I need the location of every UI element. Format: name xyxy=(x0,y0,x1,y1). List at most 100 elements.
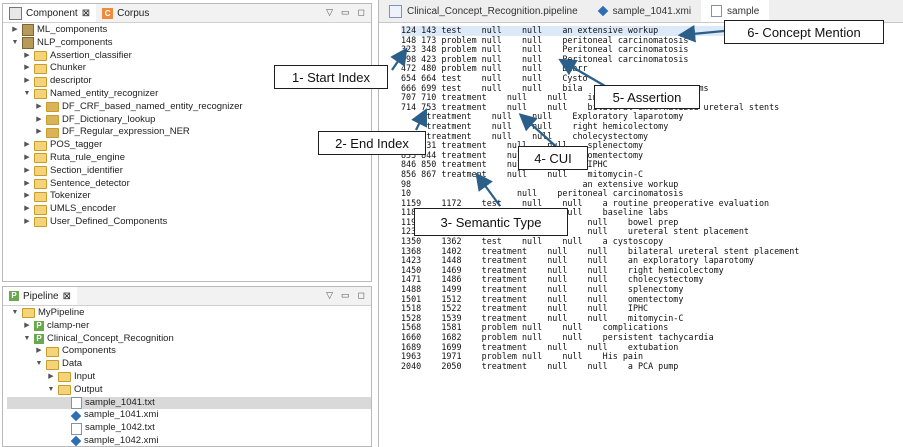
expand-arrow-icon[interactable]: ▶ xyxy=(24,321,30,329)
tree-item-data[interactable]: ▼Data xyxy=(7,358,371,371)
editor-line[interactable]: 10 null peritoneal carcinomatosis xyxy=(401,188,684,199)
expand-arrow-icon[interactable]: ▶ xyxy=(36,115,42,123)
collapse-arrow-icon[interactable]: ▼ xyxy=(35,360,43,368)
editor-line[interactable]: 1368 1402 treatment null null bilateral … xyxy=(401,245,800,256)
tree-item-tokenizer[interactable]: ▶Tokenizer xyxy=(7,190,243,203)
tree-item-components[interactable]: ▶Components xyxy=(7,345,371,358)
tab-component[interactable]: Component ⊠ xyxy=(3,4,97,22)
arrow-concept-mention xyxy=(677,24,725,43)
expand-arrow-icon[interactable]: ▶ xyxy=(24,192,30,200)
collapse-arrow-icon[interactable]: ▼ xyxy=(11,309,19,316)
tree-item-sample-1041-txt[interactable]: sample_1041.txt xyxy=(7,396,371,410)
collapse-arrow-icon[interactable]: ▼ xyxy=(23,89,31,97)
maximize-icon[interactable]: ◻ xyxy=(357,7,365,17)
tree-item-input[interactable]: ▶Input xyxy=(7,371,371,384)
tree-item-df-regex[interactable]: ▶DF_Regular_expression_NER xyxy=(7,126,243,139)
tree-item-mypipeline[interactable]: ▼MyPipeline xyxy=(7,307,371,320)
tab-sample-1041-xmi[interactable]: sample_1041.xmi xyxy=(588,0,701,22)
editor-line[interactable]: 398 423 problem null null Peritoneal car… xyxy=(401,53,689,64)
editor-line[interactable]: 1568 1581 problem null null complication… xyxy=(401,322,669,333)
editor-text[interactable]: 124 143 test null null an extensive work… xyxy=(401,25,800,371)
close-icon[interactable]: ⊠ xyxy=(62,290,71,302)
editor-line[interactable]: 1471 1486 treatment null null cholecyste… xyxy=(401,274,704,285)
text-file-icon xyxy=(71,422,82,435)
editor-line[interactable]: treatment null null right hemicolectomy xyxy=(426,120,669,131)
tab-clinical-concept-recognition-pipeline[interactable]: Clinical_Concept_Recognition.pipeline xyxy=(379,0,588,22)
tree-item-pos-tagger[interactable]: ▶POS_tagger xyxy=(7,139,243,152)
component-folder-icon xyxy=(46,127,59,138)
minimize-icon[interactable]: ▭ xyxy=(341,7,350,17)
expand-arrow-icon[interactable]: ▶ xyxy=(24,179,30,187)
editor-line[interactable]: 323 348 problem null null Peritoneal car… xyxy=(401,44,689,55)
editor-line[interactable]: 148 173 problem null null peritoneal car… xyxy=(401,34,689,45)
tree-item-named-entity-recognizer[interactable]: ▼Named_entity_recognizer xyxy=(7,88,243,101)
editor-line[interactable]: 1528 1539 treatment null null mitomycin-… xyxy=(401,312,684,323)
tree-item-sample-1041-xmi[interactable]: sample_1041.xmi xyxy=(7,409,371,422)
tree-item-umls-encoder[interactable]: ▶UMLS_encoder xyxy=(7,203,243,216)
tree-item-sentence-detector[interactable]: ▶Sentence_detector xyxy=(7,178,243,191)
expand-arrow-icon[interactable]: ▶ xyxy=(36,102,42,110)
editor-line[interactable]: 1350 1362 test null null a cystoscopy xyxy=(401,236,664,247)
editor-line[interactable]: 1660 1682 problem null null persistent t… xyxy=(401,332,714,342)
expand-arrow-icon[interactable]: ▶ xyxy=(24,77,30,85)
folder-icon xyxy=(58,372,71,383)
editor-line[interactable]: 1501 1512 treatment null null omentectom… xyxy=(401,293,684,304)
expand-arrow-icon[interactable]: ▶ xyxy=(24,205,30,213)
expand-arrow-icon[interactable]: ▶ xyxy=(24,217,30,225)
maximize-icon[interactable]: ◻ xyxy=(357,290,365,300)
folder-icon xyxy=(46,359,59,370)
editor-line[interactable]: 856 867 treatment null null mitomycin-C xyxy=(401,168,644,179)
collapse-arrow-icon[interactable]: ▼ xyxy=(47,385,55,393)
editor-line[interactable]: 654 664 test null null Cysto xyxy=(401,72,588,83)
expand-arrow-icon[interactable]: ▶ xyxy=(24,153,30,161)
tree-item-label: sample_1042.xmi xyxy=(84,434,159,446)
tree-item-df-dictionary[interactable]: ▶ DF_Dictionary_lookup xyxy=(7,114,243,127)
collapse-arrow-icon[interactable]: ▼ xyxy=(11,38,19,46)
tree-item-label: sample_1041.xmi xyxy=(84,409,159,421)
tree-item-label: DF_Dictionary_lookup xyxy=(62,113,156,125)
tree-item-output[interactable]: ▼Output xyxy=(7,384,371,397)
expand-arrow-icon[interactable]: ▶ xyxy=(24,64,30,72)
editor-line[interactable]: 1689 1699 treatment null null extubation xyxy=(401,341,679,352)
tree-item-sample-1042-xmi[interactable]: sample_1042.xmi xyxy=(7,434,371,446)
collapse-arrow-icon[interactable]: ▼ xyxy=(23,334,31,342)
tab-corpus[interactable]: C Corpus xyxy=(96,4,155,22)
editor-line[interactable]: 1488 1499 treatment null null splenectom… xyxy=(401,284,684,295)
close-icon[interactable]: ⊠ xyxy=(81,7,91,19)
tree-item-df-crf[interactable]: ▶DF_CRF_based_named_entity_recognizer xyxy=(7,101,243,114)
minimize-icon[interactable]: ▭ xyxy=(341,290,350,300)
expand-arrow-icon[interactable]: ▶ xyxy=(36,128,42,136)
editor-line[interactable]: 1159 1172 test null null a routine preop… xyxy=(401,197,770,208)
expand-arrow-icon[interactable]: ▶ xyxy=(48,372,54,380)
view-menu-icon[interactable]: ▽ xyxy=(326,290,333,300)
tree-item-chunker[interactable]: ▶Chunker xyxy=(7,62,243,75)
expand-arrow-icon[interactable]: ▶ xyxy=(24,141,30,149)
expand-arrow-icon[interactable]: ▶ xyxy=(24,166,30,174)
tree-item-ruta-rule-engine[interactable]: ▶Ruta_rule_engine xyxy=(7,152,243,165)
expand-arrow-icon[interactable]: ▶ xyxy=(24,51,30,59)
tree-item-section-identifier[interactable]: ▶Section_identifier xyxy=(7,165,243,178)
editor-line[interactable]: 98 an extensive workup xyxy=(401,178,679,189)
tree-item-nlp-components[interactable]: ▼NLP_components xyxy=(7,37,243,50)
editor-line[interactable]: 1963 1971 problem null null His pain xyxy=(401,351,644,362)
tree-item-label: descriptor xyxy=(50,75,92,87)
tree-item-sample-1042-txt[interactable]: sample_1042.txt xyxy=(7,422,371,435)
editor-line[interactable]: 1450 1469 treatment null null right hemi… xyxy=(401,264,724,275)
editor-line[interactable]: 1518 1522 treatment null null IPHC xyxy=(401,303,649,314)
tree-item-assertion-classifier[interactable]: ▶Assertion_classifier xyxy=(7,50,243,63)
editor-line[interactable]: 2040 2050 treatment null null a PCA pump xyxy=(401,360,679,371)
editor-line[interactable]: 1423 1448 treatment null null an explora… xyxy=(401,255,754,266)
view-menu-icon[interactable]: ▽ xyxy=(326,7,333,17)
editor-line[interactable]: treatment null null Exploratory laparoto… xyxy=(401,111,684,122)
tree-item-ml-components[interactable]: ▶ML_components xyxy=(7,24,243,37)
expand-arrow-icon[interactable]: ▶ xyxy=(12,26,18,33)
tree-item-user-defined-components[interactable]: ▶User_Defined_Components xyxy=(7,216,243,229)
tab-pipeline[interactable]: P Pipeline ⊠ xyxy=(3,287,77,305)
component-tree: ▶ML_components ▼NLP_components ▶Assertio… xyxy=(7,24,243,229)
tab-sample-1041-txt[interactable]: sample xyxy=(701,0,770,22)
tree-item-descriptor[interactable]: ▶ descriptor xyxy=(7,75,243,88)
expand-arrow-icon[interactable]: ▶ xyxy=(36,347,42,355)
editor-line[interactable]: 124 143 test null null an extensive work… xyxy=(401,25,800,36)
